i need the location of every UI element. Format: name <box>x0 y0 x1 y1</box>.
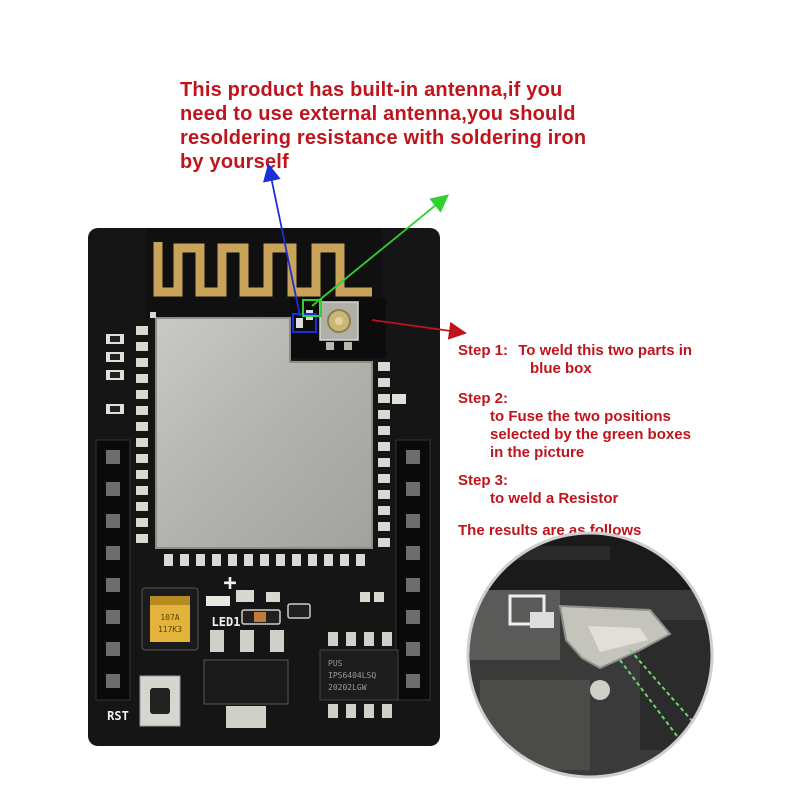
step-2-label: Step 2: <box>458 390 509 407</box>
green-pointer-arrow <box>311 194 449 307</box>
cap-marking-2: 117K3 <box>158 625 182 634</box>
step-1-line-2: blue box <box>530 360 592 377</box>
silkscreen-led1: LED1 <box>212 615 241 629</box>
antenna-resistor-pads <box>292 299 322 333</box>
step-1-line-1: To weld this two parts in <box>518 342 693 359</box>
module-pads <box>136 326 390 566</box>
ipex-connector <box>290 298 386 358</box>
header-pins-left <box>95 439 131 701</box>
step-1-label: Step 1: <box>458 342 509 359</box>
step-2: Step 2: to Fuse the two positions select… <box>458 390 691 462</box>
step-3-line-1: to weld a Resistor <box>490 490 619 507</box>
silkscreen-plus: + <box>223 571 236 596</box>
tantalum-capacitor: 107A 117K3 <box>141 587 199 651</box>
step-3-label: Step 3: <box>458 472 509 489</box>
chip-marking-3: 20202LGW <box>328 683 367 692</box>
step-2-line-3: in the picture <box>490 444 585 461</box>
cap-marking-1: 107A <box>160 613 179 622</box>
voltage-regulator <box>203 630 289 728</box>
step-2-line-1: to Fuse the two positions <box>490 408 671 425</box>
step-3: Step 3: to weld a Resistor <box>458 472 618 508</box>
result-closeup-photo <box>466 531 714 779</box>
antenna-notice: This product has built-in antenna,if you… <box>180 78 660 174</box>
reset-button: RST <box>107 675 181 727</box>
blue-pointer-arrow <box>263 163 301 317</box>
notice-line-2: need to use external antenna,you should <box>180 103 576 125</box>
step-1: Step 1: To weld this two parts in blue b… <box>458 342 692 378</box>
psram-chip: PUS IPS6404LSQ 20202LGW <box>319 592 399 718</box>
step-2-line-2: selected by the green boxes <box>490 426 691 443</box>
smd-components-left <box>106 334 406 414</box>
red-pointer-arrow <box>371 319 467 340</box>
header-pins-right <box>395 439 431 701</box>
led-area: + LED1 <box>206 571 311 629</box>
esp32-module-shield <box>150 312 373 549</box>
chip-marking-1: PUS <box>328 659 343 668</box>
notice-line-1: This product has built-in antenna,if you <box>180 79 563 101</box>
silkscreen-rst: RST <box>107 709 129 723</box>
notice-line-4: by yourself <box>180 151 289 173</box>
notice-line-3: resoldering resistance with soldering ir… <box>180 127 587 149</box>
pcb-antenna-trace <box>153 242 372 297</box>
chip-marking-2: IPS6404LSQ <box>328 671 376 680</box>
